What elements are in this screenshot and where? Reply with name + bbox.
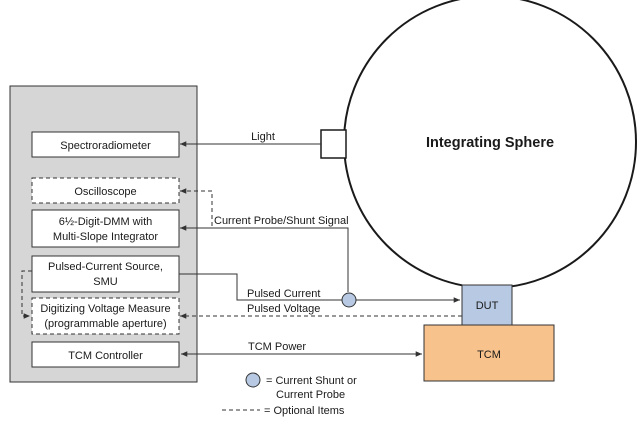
digitizing-voltage-measure-label-line2: (programmable aperture) — [44, 318, 166, 330]
tcm-power-label: TCM Power — [248, 341, 306, 353]
tcm-controller-box[interactable] — [31, 341, 180, 368]
legend-shunt-icon — [245, 372, 261, 388]
dmm-label-line1: 6½-Digit-DMM with — [59, 216, 153, 228]
legend-optional-label: = Optional Items — [264, 405, 345, 417]
spectroradiometer-box[interactable] — [31, 131, 180, 158]
sphere-port — [320, 129, 347, 159]
tcm-controller-label: TCM Controller — [68, 350, 143, 362]
probe-signal-arrow — [180, 225, 349, 292]
dut-box — [461, 284, 513, 326]
pulsed-current-source-label-line2: SMU — [93, 276, 118, 288]
legend-shunt-label-line1: = Current Shunt or — [266, 375, 357, 387]
spectroradiometer-label: Spectroradiometer — [60, 140, 151, 152]
oscilloscope-box[interactable] — [31, 177, 180, 204]
pulsed-current-line — [179, 273, 342, 301]
dmm-label-line2: Multi-Slope Integrator — [53, 231, 158, 243]
digitizing-voltage-measure-box[interactable] — [31, 297, 180, 335]
pulsed-voltage-label: Pulsed Voltage — [247, 303, 320, 315]
dut-label: DUT — [476, 300, 499, 312]
oscilloscope-label: Oscilloscope — [74, 186, 136, 198]
sphere-label: Integrating Sphere — [426, 135, 554, 151]
pulsed-current-label: Pulsed Current — [247, 288, 320, 300]
tcm-label: TCM — [477, 349, 501, 361]
pulsed-current-source-label-line1: Pulsed-Current Source, — [48, 261, 163, 273]
oscilloscope-signal-arrow — [180, 188, 213, 226]
current-shunt-marker — [341, 292, 357, 308]
digitizer-loop-arrow — [21, 270, 32, 319]
dmm-box[interactable] — [31, 209, 180, 248]
light-label: Light — [251, 131, 275, 143]
tcm-box — [423, 324, 555, 382]
legend-shunt-label-line2: Current Probe — [276, 389, 345, 401]
probe-signal-label: Current Probe/Shunt Signal — [214, 215, 349, 227]
digitizing-voltage-measure-label-line1: Digitizing Voltage Measure — [40, 303, 170, 315]
